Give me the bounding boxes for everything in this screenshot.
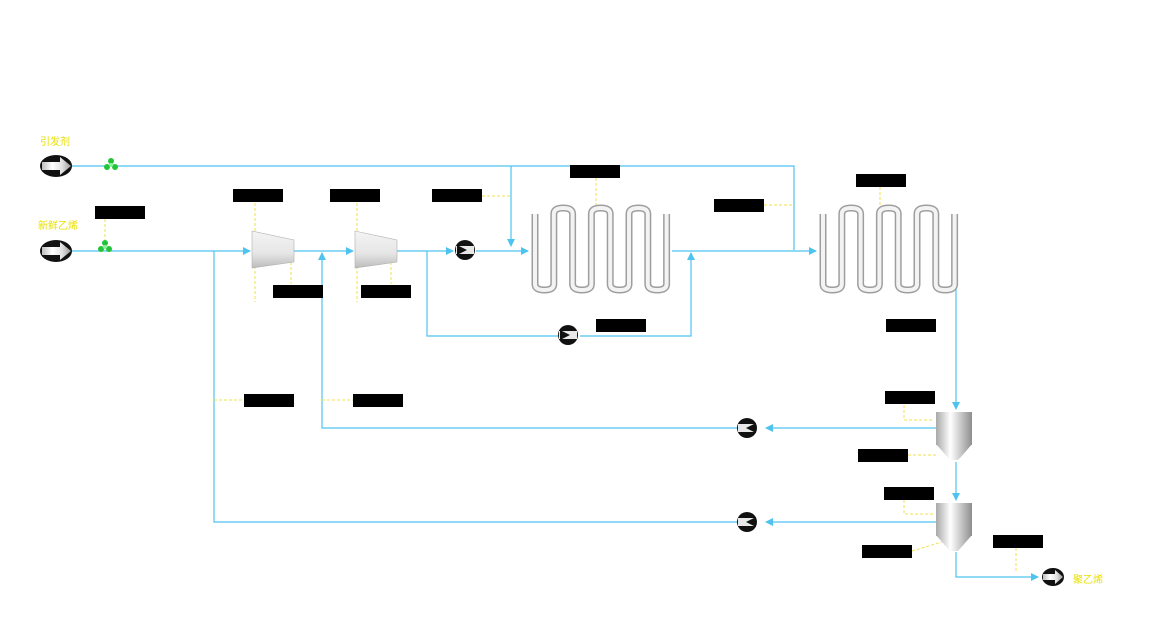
bypass-pump-tag — [596, 319, 646, 332]
secondary-compressor-inlet-tag — [330, 189, 380, 202]
secondary-compressor-icon[interactable] — [354, 230, 398, 269]
low-pressure-separator-icon[interactable] — [936, 503, 972, 551]
initiator-valve-icon[interactable] — [104, 158, 118, 170]
high-pressure-separator-icon[interactable] — [936, 412, 972, 460]
feed-pump-tag — [432, 189, 482, 202]
tubular-reactor-1-icon[interactable] — [531, 204, 671, 294]
primary-compressor-power-tag — [273, 285, 323, 298]
reactor-transfer-tag — [714, 199, 764, 212]
bypass-line — [426, 251, 558, 337]
tubular-reactor-2-icon[interactable] — [819, 204, 959, 294]
product-line — [955, 552, 1039, 581]
primary-compressor-icon[interactable] — [251, 230, 295, 269]
initiator-feed-icon[interactable] — [40, 155, 72, 177]
bypass-return-line — [580, 252, 695, 337]
lp-recycle-pump-icon[interactable] — [737, 512, 757, 532]
hp-separator-level-tag — [858, 449, 908, 462]
primary-compressor-inlet-tag — [233, 189, 283, 202]
fresh-ethylene-label: 新鲜乙烯 — [38, 221, 78, 232]
reactor-1-tag — [570, 165, 620, 178]
lp-recycle-tag — [244, 394, 294, 407]
fresh-ethylene-feed-icon[interactable] — [40, 240, 72, 262]
signal-lines — [104, 178, 1017, 572]
product-tag — [993, 535, 1043, 548]
feed-pump-icon[interactable] — [455, 240, 475, 260]
reactor-2-tag — [856, 174, 906, 187]
hp-recycle-pump-icon[interactable] — [737, 418, 757, 438]
initiator-header-line — [72, 165, 795, 250]
reactor-outlet-tag — [886, 319, 936, 332]
lp-recycle-line-b — [213, 251, 737, 523]
hp-recycle-line-b — [318, 252, 737, 429]
product-outlet-icon[interactable] — [1042, 568, 1064, 586]
fresh-ethylene-valve-icon[interactable] — [98, 240, 112, 252]
hp-recycle-tag — [353, 394, 403, 407]
secondary-compressor-power-tag — [361, 285, 411, 298]
lp-separator-tag — [884, 487, 934, 500]
lp-separator-level-tag — [862, 545, 912, 558]
fresh-ethylene-valve-tag — [95, 206, 145, 219]
product-label: 聚乙烯 — [1073, 575, 1103, 586]
initiator-label: 引发剂 — [40, 137, 70, 148]
bypass-pump-icon[interactable] — [558, 325, 578, 345]
stream-lines — [72, 165, 1039, 581]
hp-separator-tag — [885, 391, 935, 404]
